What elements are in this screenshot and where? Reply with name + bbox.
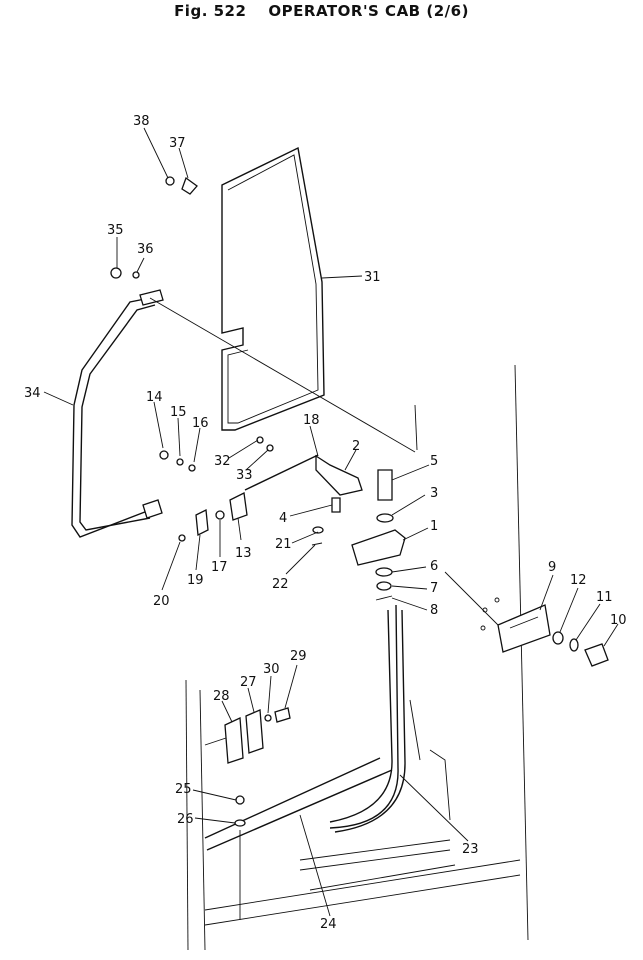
figure-number: Fig. 522 (174, 2, 247, 20)
callout-14: 14 (146, 390, 163, 405)
callout-12: 12 (570, 573, 587, 588)
callout-24: 24 (320, 917, 337, 932)
latch-hardware (110, 176, 406, 601)
window-glass (221, 146, 325, 431)
figure-sheet: (2/6) (426, 2, 469, 20)
figure-title: Fig. 522 OPERATOR'S CAB (2/6) (0, 2, 643, 20)
callout-15: 15 (170, 405, 187, 420)
callout-32: 32 (214, 454, 231, 469)
callout-18: 18 (303, 413, 320, 428)
figure-caption: OPERATOR'S CAB (268, 2, 421, 20)
callout-16: 16 (192, 416, 209, 431)
callout-23: 23 (462, 842, 479, 857)
callout-2: 2 (352, 439, 360, 454)
callout-11: 11 (596, 590, 613, 605)
callout-17: 17 (211, 560, 228, 575)
callout-4: 4 (279, 511, 287, 526)
striker-plate (444, 571, 609, 667)
callout-6: 6 (430, 559, 438, 574)
callout-21: 21 (275, 537, 292, 552)
grab-rail (71, 289, 164, 538)
callout-26: 26 (177, 812, 194, 827)
callout-38: 38 (133, 114, 150, 129)
callout-36: 36 (137, 242, 154, 257)
callout-37: 37 (169, 136, 186, 151)
callout-31: 31 (364, 270, 381, 285)
callout-25: 25 (175, 782, 192, 797)
callout-labels: 1 2 3 4 5 6 7 8 9 10 11 12 13 14 15 16 1… (24, 114, 627, 932)
callout-33: 33 (236, 468, 253, 483)
callout-35: 35 (107, 223, 124, 238)
callout-29: 29 (290, 649, 307, 664)
callout-7: 7 (430, 581, 438, 596)
callout-20: 20 (153, 594, 170, 609)
callout-3: 3 (430, 486, 438, 501)
callout-30: 30 (263, 662, 280, 677)
tie-line (149, 297, 416, 453)
callout-1: 1 (430, 519, 438, 534)
hinge-bracket (224, 707, 291, 920)
callout-13: 13 (235, 546, 252, 561)
callout-10: 10 (610, 613, 627, 628)
callout-9: 9 (548, 560, 556, 575)
callout-5: 5 (430, 454, 438, 469)
callout-8: 8 (430, 603, 438, 618)
callout-28: 28 (213, 689, 230, 704)
callout-27: 27 (240, 675, 257, 690)
leader-lines (43, 127, 619, 917)
callout-19: 19 (187, 573, 204, 588)
door-seal (204, 604, 406, 851)
callout-34: 34 (24, 386, 41, 401)
callout-22: 22 (272, 577, 289, 592)
cab-frame (185, 364, 529, 951)
